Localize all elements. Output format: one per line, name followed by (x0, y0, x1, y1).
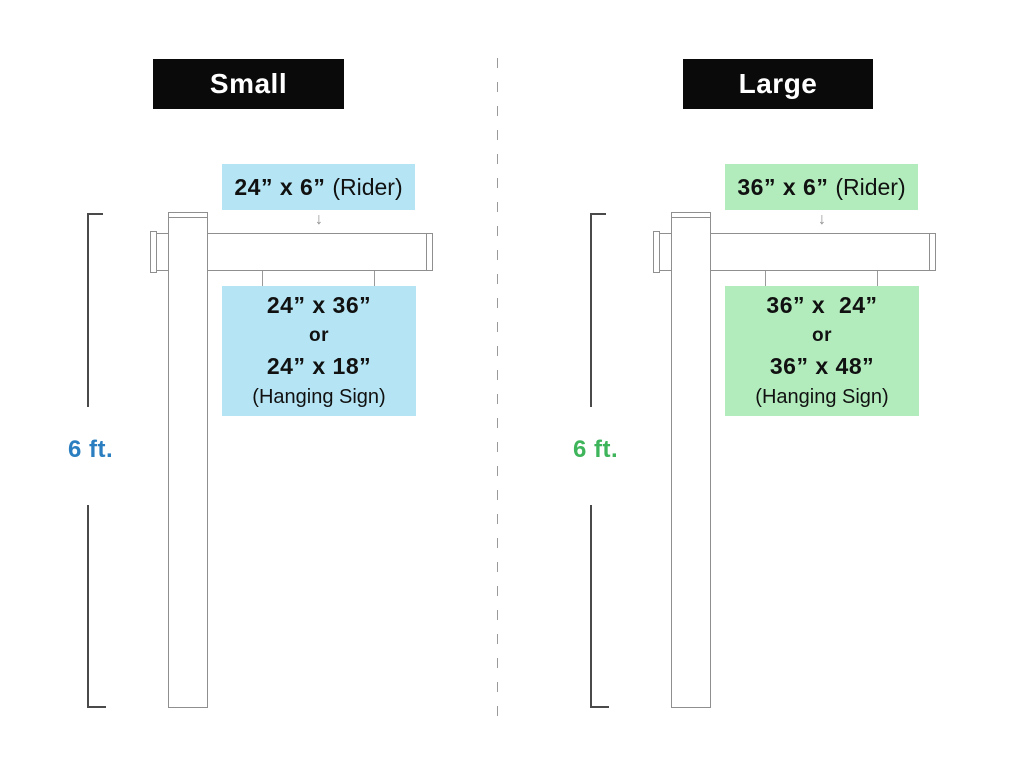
arm-end-cap-left (653, 231, 660, 273)
hanging-sign-label: (Hanging Sign) (755, 386, 889, 408)
size-category-header-small: Small (153, 59, 344, 109)
hanging-sign-size-box: 24” x 36” or 24” x 18” (Hanging Sign) (222, 286, 416, 416)
rider-size-box: 24” x 6” (Rider) (222, 164, 415, 210)
size-category-title: Large (738, 68, 818, 99)
down-arrow-icon: ↓ (818, 211, 826, 228)
post-height-label: 6 ft. (68, 436, 114, 463)
rider-size-value: 36” x 6” (737, 173, 829, 200)
sign-post (671, 212, 711, 708)
panel-small: Small 24” x 6” (Rider) ↓ 24” x 36” or 24… (0, 0, 507, 781)
height-bracket-top-arm (590, 213, 606, 215)
arm-end-cap-left (150, 231, 157, 273)
height-bracket-lower (87, 505, 89, 708)
hanging-size-option-a: 36” x 24” (766, 292, 878, 318)
hanging-size-option-b: 36” x 48” (769, 353, 875, 379)
hanging-sign-label: (Hanging Sign) (252, 386, 386, 408)
down-arrow-icon: ↓ (315, 211, 323, 228)
rider-size-value: 24” x 6” (234, 173, 326, 200)
arm-end-cap-right (929, 234, 930, 270)
rider-size-box: 36” x 6” (Rider) (725, 164, 918, 210)
sign-post-cap (671, 212, 711, 218)
height-bracket-bottom-arm (590, 706, 609, 708)
rider-size-label: (Rider) (332, 173, 403, 200)
size-category-title: Small (209, 68, 288, 99)
hanging-size-option-a: 24” x 36” (266, 292, 372, 318)
height-bracket-bottom-arm (87, 706, 106, 708)
hanging-sign-size-box: 36” x 24” or 36” x 48” (Hanging Sign) (725, 286, 919, 416)
hanging-size-or: or (812, 325, 832, 346)
height-bracket-top-arm (87, 213, 103, 215)
post-height-label: 6 ft. (573, 436, 619, 463)
hanging-size-option-b: 24” x 18” (266, 353, 372, 379)
sign-hanger-line-right (374, 271, 375, 286)
rider-size-label: (Rider) (835, 173, 906, 200)
height-bracket-lower (590, 505, 592, 708)
sign-post (168, 212, 208, 708)
height-bracket-upper (590, 213, 592, 407)
size-category-header-large: Large (683, 59, 873, 109)
height-bracket-upper (87, 213, 89, 407)
panel-divider-dashed-line (497, 58, 498, 730)
hanging-size-or: or (309, 325, 329, 346)
sign-hanger-line-left (765, 271, 766, 286)
arm-end-cap-right (426, 234, 427, 270)
sign-hanger-line-right (877, 271, 878, 286)
sign-post-cap (168, 212, 208, 218)
panel-large: Large 36” x 6” (Rider) ↓ 36” x 24” or 36… (503, 0, 1010, 781)
sign-hanger-line-left (262, 271, 263, 286)
